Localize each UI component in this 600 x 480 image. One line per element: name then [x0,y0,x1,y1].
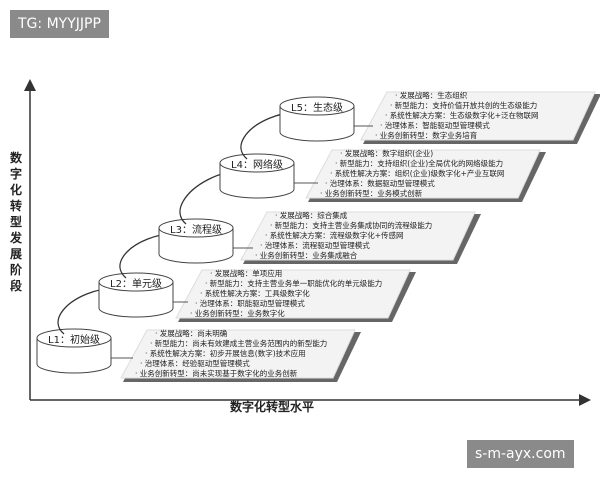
level-label: L5：生态级 [291,103,343,114]
panel-background [360,91,596,141]
level-description-panel: · 发展战略：单项应用· 新型能力：支持主营业务单一职能优化的单元级能力· 系统… [188,269,382,319]
level-item: · 发展战略：综合集成 [275,211,348,220]
level-item: · 系统性解决方案：组织(企业)级数字化+产业互联网 [330,169,505,178]
level-description-panel: · 发展战略：生态组织· 新型能力：支持价值开放共创的生态级能力· 系统性解决方… [373,91,539,141]
level-item: · 业务创新转型：尚未实现基于数字化的业务创新 [135,369,298,378]
panel-background [305,149,541,199]
level-item: · 系统性解决方案：生态级数字化+泛在物联网 [385,111,539,120]
level-item: · 治理体系：经验驱动型管理模式 [140,359,250,368]
level-description-panel: · 发展战略：综合集成· 新型能力：支持主营业务集成协同的流程级能力· 系统性解… [253,211,432,261]
cylinder-top [279,96,355,116]
cylinder-body [219,162,295,199]
panel-background [240,211,476,261]
cylinder-top [219,153,295,173]
level-item: · 发展战略：数字组织(企业) [340,149,434,158]
level-item: · 业务创新转型：业务集成融合 [255,251,358,260]
level-label: L4：网络级 [231,160,283,171]
level-item: · 新型能力：支持组织(企业)全局优化的网络级能力 [335,159,504,168]
level-item: · 系统性解决方案：初步开展信息(数字)技术应用 [145,349,306,358]
cylinder-body [36,337,112,374]
level-label: L2：单元级 [110,279,162,290]
cylinder-body [279,105,355,142]
level-item: · 新型能力：支持主营业务单一职能优化的单元级能力 [205,279,383,288]
cylinder-top [36,328,112,348]
level-item: · 发展战略：单项应用 [210,269,283,278]
level-item: · 发展战略：尚未明确 [155,329,228,338]
level-item: · 治理体系：职能驱动型管理模式 [195,299,305,308]
level-item: · 新型能力：尚未有效建成主营业务范围内的新型能力 [150,339,328,348]
watermark-bottom-right: s-m-ayx.com [467,440,574,468]
level-item: · 业务创新转型：业务模式创新 [320,189,423,198]
cylinder-top [158,218,234,238]
level-label: L1：初始级 [48,335,100,346]
level-item: · 新型能力：支持主营业务集成协同的流程级能力 [270,221,433,230]
level-item: · 业务创新转型：业务数字化 [190,309,285,318]
level-label: L3：流程级 [170,225,222,236]
level-item: · 系统性解决方案：工具级数字化 [200,289,310,298]
level-item: · 发展战略：生态组织 [395,91,468,100]
x-axis-label: 数字化转型水平 [230,400,315,414]
level-description-panel: · 发展战略：尚未明确· 新型能力：尚未有效建成主营业务范围内的新型能力· 系统… [133,329,327,379]
cylinder-body [158,227,234,264]
watermark-top-left: TG: MYYJJPP [10,10,109,38]
panel-background [120,329,356,379]
cylinder-top [98,272,174,292]
y-axis-label: 数字化转型发展阶段 [9,151,22,293]
level-item: · 业务创新转型：数字业务培育 [375,131,478,140]
level-item: · 治理体系：数据驱动型管理模式 [325,179,435,188]
level-description-panel: · 发展战略：数字组织(企业)· 新型能力：支持组织(企业)全局优化的网络级能力… [318,149,504,199]
level-item: · 新型能力：支持价值开放共创的生态级能力 [390,101,538,110]
cylinder-body [98,281,174,318]
level-item: · 治理体系：智能驱动型管理模式 [380,121,490,130]
level-item: · 治理体系：流程驱动型管理模式 [260,241,370,250]
level-item: · 系统性解决方案：流程级数字化+传感网 [265,231,404,240]
